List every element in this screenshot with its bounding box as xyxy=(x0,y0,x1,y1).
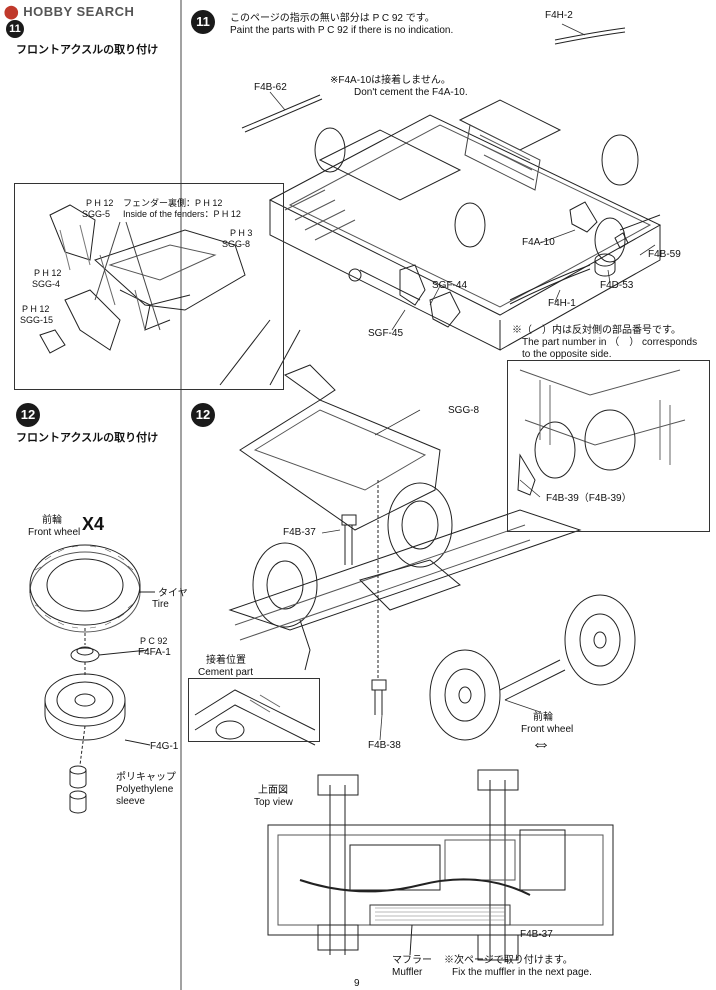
sgg4-paint-code: P H 12 xyxy=(34,268,62,278)
chassis-step12-drawing xyxy=(228,364,636,741)
sleeve-label-en-2: sleeve xyxy=(116,796,145,807)
sleeve-label-en-1: Polyethylene xyxy=(116,784,174,795)
cement-part-en: Cement part xyxy=(198,667,254,678)
cement-inset-drawing xyxy=(194,689,316,746)
sgg8-paint-code: P H 3 xyxy=(230,228,253,238)
chassis-step11-drawing xyxy=(241,27,662,351)
part-sgf44: SGF-44 xyxy=(432,280,468,291)
f4g1-label: F4G-1 xyxy=(150,741,179,752)
part-f4b37-top: F4B-37 xyxy=(520,929,553,940)
sleeve-label-jp: ポリキャップ xyxy=(116,772,176,783)
direction-arrow-icon: ⇔ xyxy=(531,733,551,755)
watermark-mark-icon: ⬤ xyxy=(4,4,20,19)
top-view-en: Top view xyxy=(254,797,293,808)
opposite-note-jp: ※（ ）内は反対側の部品番号です。 xyxy=(512,325,681,336)
f4fa1-label: F4FA-1 xyxy=(138,647,171,658)
wheel-exploded-drawing xyxy=(29,544,155,814)
cement-note-jp: ※F4A-10は接着しません。 xyxy=(330,75,451,86)
top-view-jp: 上面図 xyxy=(258,785,288,796)
watermark-logo: ⬤ HOBBY SEARCH xyxy=(4,4,134,20)
sgg8-label: SGG-8 xyxy=(222,239,251,249)
step-number-12-left: 12 xyxy=(16,403,40,427)
part-f4b62: F4B-62 xyxy=(254,82,287,93)
part-f4b38: F4B-38 xyxy=(368,740,401,751)
muffler-note-jp: ※次ページで取り付けます。 xyxy=(444,955,573,966)
sgg15-paint-code: P H 12 xyxy=(22,304,50,314)
sgg5-paint-code: P H 12 xyxy=(86,198,114,208)
muffler-en: Muffler xyxy=(392,967,423,978)
tire-label-en: Tire xyxy=(152,599,169,610)
sgg15-label: SGG-15 xyxy=(20,315,54,325)
tire-label-jp: タイヤ xyxy=(158,588,188,599)
top-view-drawing xyxy=(267,769,614,961)
fender-inset-box xyxy=(14,183,284,390)
part-f4b59: F4B-59 xyxy=(648,249,681,260)
opposite-note-en-1: The part number in （ ） corresponds xyxy=(522,337,698,348)
part-sgf45: SGF-45 xyxy=(368,328,404,339)
wheel-quantity: X4 xyxy=(82,514,105,534)
cement-part-inset-box xyxy=(188,678,320,742)
part-sgg8: SGG-8 xyxy=(448,405,480,416)
step-number-11-right: 11 xyxy=(191,10,215,34)
muffler-note-en: Fix the muffler in the next page. xyxy=(452,967,592,978)
part-f4a10: F4A-10 xyxy=(522,237,555,248)
front-wheel-jp: 前輪 xyxy=(533,712,553,723)
step-12-title-left: フロントアクスルの取り付け xyxy=(16,432,159,444)
step-11-title-left: フロントアクスルの取り付け xyxy=(16,44,159,56)
fender-note-en: Inside of the fenders：P H 12 xyxy=(123,209,241,219)
part-f4h1: F4H-1 xyxy=(548,298,576,309)
opposite-side-inset-drawing xyxy=(517,369,686,496)
wheel-label-en: Front wheel xyxy=(28,527,81,538)
sgg4-label: SGG-4 xyxy=(32,279,61,289)
part-f4h2: F4H-2 xyxy=(545,10,573,21)
paint-note-jp: このページの指示の無い部分は P C 92 です。 xyxy=(230,13,435,24)
part-f4b37: F4B-37 xyxy=(283,527,316,538)
watermark-brand: HOBBY SEARCH xyxy=(23,4,135,19)
cement-part-jp: 接着位置 xyxy=(206,655,246,666)
fender-inset-drawing xyxy=(39,204,246,354)
part-f4b39: F4B-39（F4B-39） xyxy=(546,493,632,504)
front-wheel-en: Front wheel xyxy=(521,724,574,735)
cement-note-en: Don't cement the F4A-10. xyxy=(354,87,468,98)
step-number-11-left: 11 xyxy=(6,20,24,38)
fender-note-jp: フェンダー裏側：P H 12 xyxy=(123,198,223,208)
sgg5-label: SGG-5 xyxy=(82,209,111,219)
paint-note-en: Paint the parts with P C 92 if there is … xyxy=(230,25,454,36)
part-f4d53: F4D-53 xyxy=(600,280,634,291)
step-number-12-right: 12 xyxy=(191,403,215,427)
opposite-note-en-2: to the opposite side. xyxy=(522,349,612,360)
page-number: 9 xyxy=(354,978,360,989)
muffler-jp: マフラー xyxy=(392,955,432,966)
wheel-label-jp: 前輪 xyxy=(42,515,62,526)
f4fa1-paint-code: P C 92 xyxy=(140,636,168,646)
opposite-side-inset-box xyxy=(507,360,710,532)
